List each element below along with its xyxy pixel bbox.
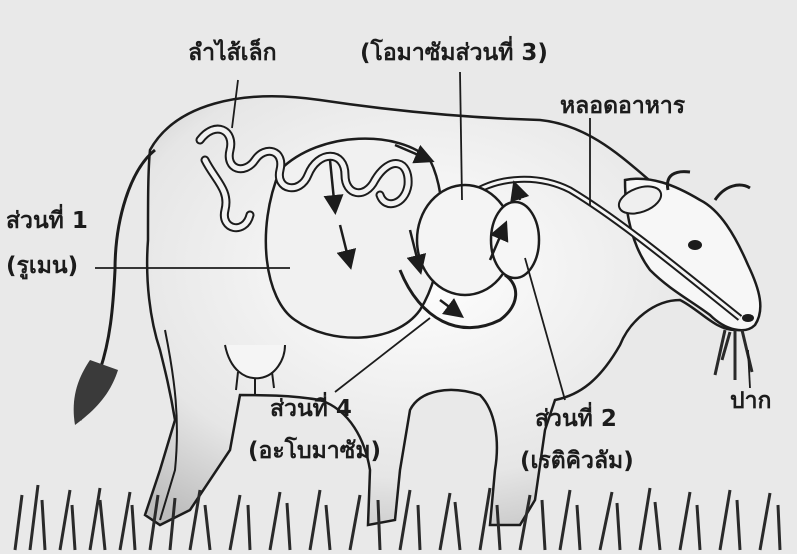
- label-omasum: (โอมาซัมส่วนที่ 3): [360, 42, 548, 65]
- cow-body: [145, 96, 754, 525]
- label-part2: ส่วนที่ 2: [535, 408, 617, 431]
- label-mouth: ปาก: [730, 390, 771, 413]
- label-reticulum: (เรติคิวลัม): [520, 450, 634, 473]
- tail-tuft: [74, 360, 118, 425]
- label-abomasum: (อะโบมาซัม): [248, 440, 381, 463]
- label-part4: ส่วนที่ 4: [270, 398, 352, 421]
- label-small-intestine: ลำไส้เล็ก: [188, 42, 277, 65]
- label-esophagus: หลอดอาหาร: [560, 95, 685, 118]
- grass-in-mouth: [715, 330, 752, 380]
- label-part1: ส่วนที่ 1: [6, 210, 88, 233]
- cow-eye: [688, 240, 702, 250]
- label-rumen: (รูเมน): [6, 255, 78, 278]
- cow-nostril: [742, 314, 754, 322]
